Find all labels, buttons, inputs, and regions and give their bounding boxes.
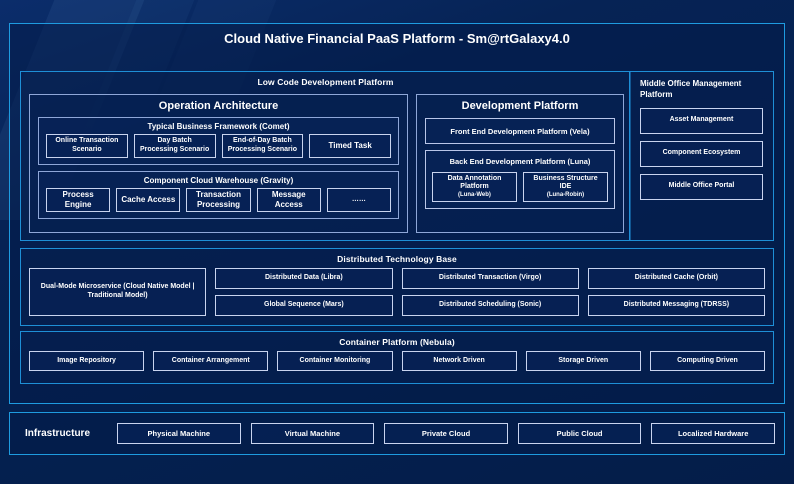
chip-end-of-day-batch-processing-scenario[interactable]: End-of-Day Batch Processing Scenario <box>221 134 304 158</box>
chip-distributed-cache[interactable]: Distributed Cache (Orbit) <box>587 268 765 289</box>
chip-transaction-processing[interactable]: Transaction Processing <box>186 188 251 212</box>
chip-middle-office-portal[interactable]: Middle Office Portal <box>640 173 763 200</box>
back-end-title: Back End Development Platform (Luna) <box>449 157 591 166</box>
typical-business-framework-title: Typical Business Framework (Comet) <box>147 122 290 131</box>
container-platform-items: Image Repository Container Arrangement C… <box>21 351 773 378</box>
distributed-technology-base: Distributed Technology Base Dual-Mode Mi… <box>20 248 774 326</box>
development-platform-group: Development Platform Front End Developme… <box>416 94 624 233</box>
typical-business-framework-items: Online Transaction Scenario Day Batch Pr… <box>39 134 398 164</box>
middle-office-management-platform: Middle Office Management Platform Asset … <box>629 71 774 241</box>
component-cloud-warehouse-items: Process Engine Cache Access Transaction … <box>39 188 398 218</box>
front-end-development-platform[interactable]: Front End Development Platform (Vela) <box>425 118 615 144</box>
container-platform: Container Platform (Nebula) Image Reposi… <box>20 331 774 384</box>
chip-timed-task[interactable]: Timed Task <box>309 134 391 158</box>
dtb-column-1: Distributed Data (Libra) Global Sequence… <box>215 268 393 316</box>
component-cloud-warehouse-group: Component Cloud Warehouse (Gravity) Proc… <box>38 171 399 219</box>
chip-message-access[interactable]: Message Access <box>256 188 321 212</box>
development-platform-title: Development Platform <box>461 100 579 112</box>
component-cloud-warehouse-title: Component Cloud Warehouse (Gravity) <box>143 176 294 185</box>
chip-localized-hardware[interactable]: Localized Hardware <box>651 423 775 444</box>
chip-distributed-messaging[interactable]: Distributed Messaging (TDRSS) <box>587 295 765 316</box>
chip-dual-mode-microservice[interactable]: Dual-Mode Microservice (Cloud Native Mod… <box>29 268 207 316</box>
chip-network-driven[interactable]: Network Driven <box>401 351 517 371</box>
chip-cache-access[interactable]: Cache Access <box>116 188 181 212</box>
chip-virtual-machine[interactable]: Virtual Machine <box>250 423 375 444</box>
chip-ellipsis[interactable]: …… <box>326 188 392 212</box>
infrastructure-row: Infrastructure Physical Machine Virtual … <box>10 413 784 454</box>
chip-container-monitoring[interactable]: Container Monitoring <box>277 351 393 371</box>
chip-asset-management[interactable]: Asset Management <box>640 107 763 134</box>
chip-container-arrangement[interactable]: Container Arrangement <box>153 351 269 371</box>
dtb-column-0: Dual-Mode Microservice (Cloud Native Mod… <box>29 268 207 316</box>
middle-office-title: Middle Office Management Platform <box>640 79 742 99</box>
container-platform-title: Container Platform (Nebula) <box>339 337 455 347</box>
chip-component-ecosystem[interactable]: Component Ecosystem <box>640 140 763 167</box>
chip-image-repository[interactable]: Image Repository <box>29 351 145 371</box>
dtb-column-2: Distributed Transaction (Virgo) Distribu… <box>401 268 579 316</box>
back-end-development-platform: Back End Development Platform (Luna) Dat… <box>425 150 615 209</box>
chip-day-batch-processing-scenario[interactable]: Day Batch Processing Scenario <box>133 134 216 158</box>
chip-computing-driven[interactable]: Computing Driven <box>649 351 766 371</box>
infrastructure-frame: Infrastructure Physical Machine Virtual … <box>9 412 785 455</box>
typical-business-framework-group: Typical Business Framework (Comet) Onlin… <box>38 117 399 165</box>
main-platform-frame: Cloud Native Financial PaaS Platform - S… <box>9 23 785 404</box>
chip-process-engine[interactable]: Process Engine <box>46 188 111 212</box>
chip-storage-driven[interactable]: Storage Driven <box>525 351 641 371</box>
chip-distributed-scheduling[interactable]: Distributed Scheduling (Sonic) <box>401 295 579 316</box>
low-code-title: Low Code Development Platform <box>257 77 394 87</box>
upper-region: Low Code Development Platform Operation … <box>20 71 774 241</box>
back-end-items: Data Annotation Platform (Luna-Web) Busi… <box>426 172 614 208</box>
chip-distributed-transaction[interactable]: Distributed Transaction (Virgo) <box>401 268 579 289</box>
chip-distributed-data[interactable]: Distributed Data (Libra) <box>215 268 393 289</box>
page-title: Cloud Native Financial PaaS Platform - S… <box>224 31 570 46</box>
chip-private-cloud[interactable]: Private Cloud <box>384 423 508 444</box>
chip-public-cloud[interactable]: Public Cloud <box>517 423 642 444</box>
operation-architecture-group: Operation Architecture Typical Business … <box>29 94 408 233</box>
chip-business-structure-ide[interactable]: Business Structure IDE (Luna-Robin) <box>523 172 608 202</box>
chip-data-annotation-platform[interactable]: Data Annotation Platform (Luna-Web) <box>432 172 517 202</box>
low-code-development-platform: Low Code Development Platform Operation … <box>20 71 631 241</box>
chip-global-sequence[interactable]: Global Sequence (Mars) <box>215 295 393 316</box>
infrastructure-label: Infrastructure <box>25 428 91 439</box>
chip-physical-machine[interactable]: Physical Machine <box>117 423 241 444</box>
chip-online-transaction-scenario[interactable]: Online Transaction Scenario <box>46 134 128 158</box>
distributed-technology-base-title: Distributed Technology Base <box>337 254 457 264</box>
dtb-column-3: Distributed Cache (Orbit) Distributed Me… <box>587 268 765 316</box>
distributed-technology-base-grid: Dual-Mode Microservice (Cloud Native Mod… <box>21 268 773 323</box>
operation-architecture-title: Operation Architecture <box>158 100 279 112</box>
